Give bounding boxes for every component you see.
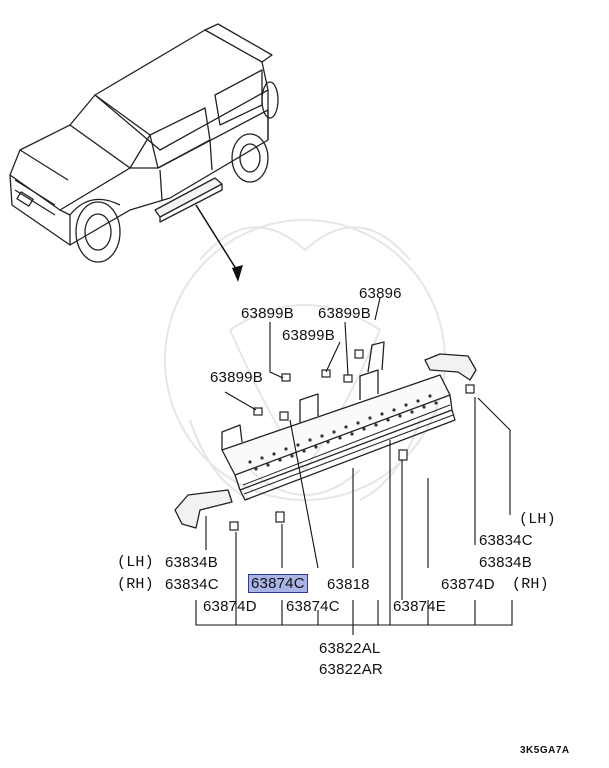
part-63899B-c[interactable]: 63899B	[282, 327, 335, 344]
part-63874C-mid[interactable]: 63874C	[286, 598, 340, 615]
side-marker-rh-left: (RH)	[117, 576, 154, 593]
fasteners	[229, 349, 475, 531]
side-step-board	[174, 341, 477, 529]
part-63822AR[interactable]: 63822AR	[319, 661, 383, 678]
diagram-code: 3K5GA7A	[520, 745, 570, 756]
part-63834C-left[interactable]: 63834C	[165, 576, 219, 593]
part-63896[interactable]: 63896	[359, 285, 402, 302]
part-63834B-right[interactable]: 63834B	[479, 554, 532, 571]
part-63818[interactable]: 63818	[327, 576, 370, 593]
pointer-arrow	[195, 204, 243, 282]
part-63874E[interactable]: 63874E	[393, 598, 446, 615]
part-63899B-b[interactable]: 63899B	[318, 305, 371, 322]
part-63899B-a[interactable]: 63899B	[241, 305, 294, 322]
side-marker-lh-left: (LH)	[117, 554, 154, 571]
vehicle-illustration	[9, 23, 279, 263]
leader-lines	[195, 297, 513, 635]
part-63834C-right[interactable]: 63834C	[479, 532, 533, 549]
part-63822AL[interactable]: 63822AL	[319, 640, 381, 657]
side-marker-rh-right: (RH)	[512, 576, 549, 593]
part-63834B-left[interactable]: 63834B	[165, 554, 218, 571]
side-marker-lh-right: (LH)	[519, 511, 556, 528]
part-63874D-right[interactable]: 63874D	[441, 576, 495, 593]
part-63899B-d[interactable]: 63899B	[210, 369, 263, 386]
part-63874D-left[interactable]: 63874D	[203, 598, 257, 615]
part-63874C-highlighted[interactable]: 63874C	[248, 574, 308, 593]
